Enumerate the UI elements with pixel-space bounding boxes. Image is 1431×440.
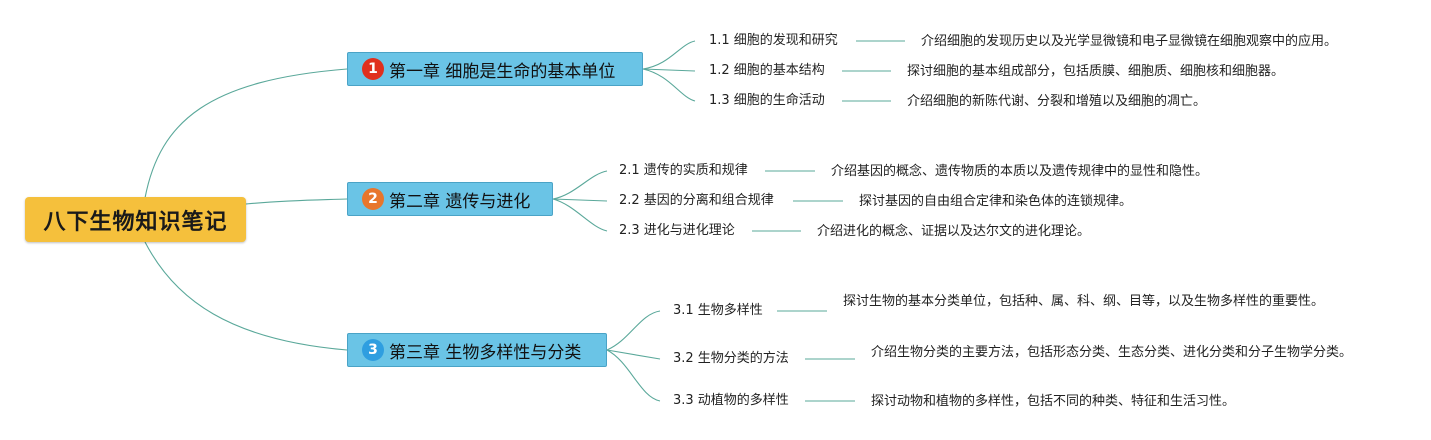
connector-ch1-s3 (642, 68, 696, 102)
connector-ch2-s3 (552, 198, 608, 232)
section-3-3-desc: 探讨动物和植物的多样性，包括不同的种类、特征和生活习性。 (871, 394, 1236, 409)
section-1-1[interactable]: 1.1 细胞的发现和研究 (709, 33, 838, 48)
chapter-3-marker-icon: 3 (362, 339, 384, 361)
section-3-1-desc: 探讨生物的基本分类单位，包括种、属、科、纲、目等，以及生物多样性的重要性。 (843, 294, 1325, 309)
section-3-2-desc: 介绍生物分类的主要方法，包括形态分类、生态分类、进化分类和分子生物学分类。 (871, 345, 1353, 360)
chapter-2-title: 第二章 遗传与进化 (389, 191, 531, 212)
root-title: 八下生物知识笔记 (43, 209, 228, 235)
connector-ch1-s1 (642, 40, 696, 70)
section-3-3[interactable]: 3.3 动植物的多样性 (673, 393, 789, 408)
chapter-1-title: 第一章 细胞是生命的基本单位 (389, 61, 616, 82)
chapter-3-title: 第三章 生物多样性与分类 (389, 342, 582, 363)
chapter-2-marker-icon: 2 (362, 188, 384, 210)
connector-ch1-s2 (642, 68, 696, 72)
section-2-3[interactable]: 2.3 进化与进化理论 (619, 223, 735, 238)
connector-ch2-s1 (552, 170, 608, 200)
section-1-2[interactable]: 1.2 细胞的基本结构 (709, 63, 825, 78)
connector-root-ch1 (144, 68, 348, 199)
chapter-1-marker-icon: 1 (362, 58, 384, 80)
section-2-1[interactable]: 2.1 遗传的实质和规律 (619, 163, 748, 178)
connector-ch3-s1 (606, 310, 661, 351)
section-1-2-desc: 探讨细胞的基本组成部分，包括质膜、细胞质、细胞核和细胞器。 (907, 64, 1285, 79)
chapter-1-node[interactable]: 1 第一章 细胞是生命的基本单位 (347, 52, 643, 86)
chapter-3-node[interactable]: 3 第三章 生物多样性与分类 (347, 333, 607, 367)
connector-root-ch2 (245, 198, 348, 205)
connector-ch3-s2 (606, 349, 661, 360)
chapter-2-node[interactable]: 2 第二章 遗传与进化 (347, 182, 553, 216)
section-2-3-desc: 介绍进化的概念、证据以及达尔文的进化理论。 (817, 224, 1091, 239)
section-1-3[interactable]: 1.3 细胞的生命活动 (709, 93, 825, 108)
section-1-3-desc: 介绍细胞的新陈代谢、分裂和增殖以及细胞的凋亡。 (907, 94, 1207, 109)
section-2-2[interactable]: 2.2 基因的分离和组合规律 (619, 193, 774, 208)
section-2-1-desc: 介绍基因的概念、遗传物质的本质以及遗传规律中的显性和隐性。 (831, 164, 1209, 179)
connector-ch3-s3 (606, 349, 661, 402)
section-2-2-desc: 探讨基因的自由组合定律和染色体的连锁规律。 (859, 194, 1133, 209)
section-3-1[interactable]: 3.1 生物多样性 (673, 303, 763, 318)
section-3-2[interactable]: 3.2 生物分类的方法 (673, 351, 789, 366)
root-topic[interactable]: 八下生物知识笔记 (25, 197, 246, 242)
section-1-1-desc: 介绍细胞的发现历史以及光学显微镜和电子显微镜在细胞观察中的应用。 (921, 34, 1338, 49)
connector-ch2-s2 (552, 198, 608, 202)
connector-root-ch3 (144, 241, 348, 351)
